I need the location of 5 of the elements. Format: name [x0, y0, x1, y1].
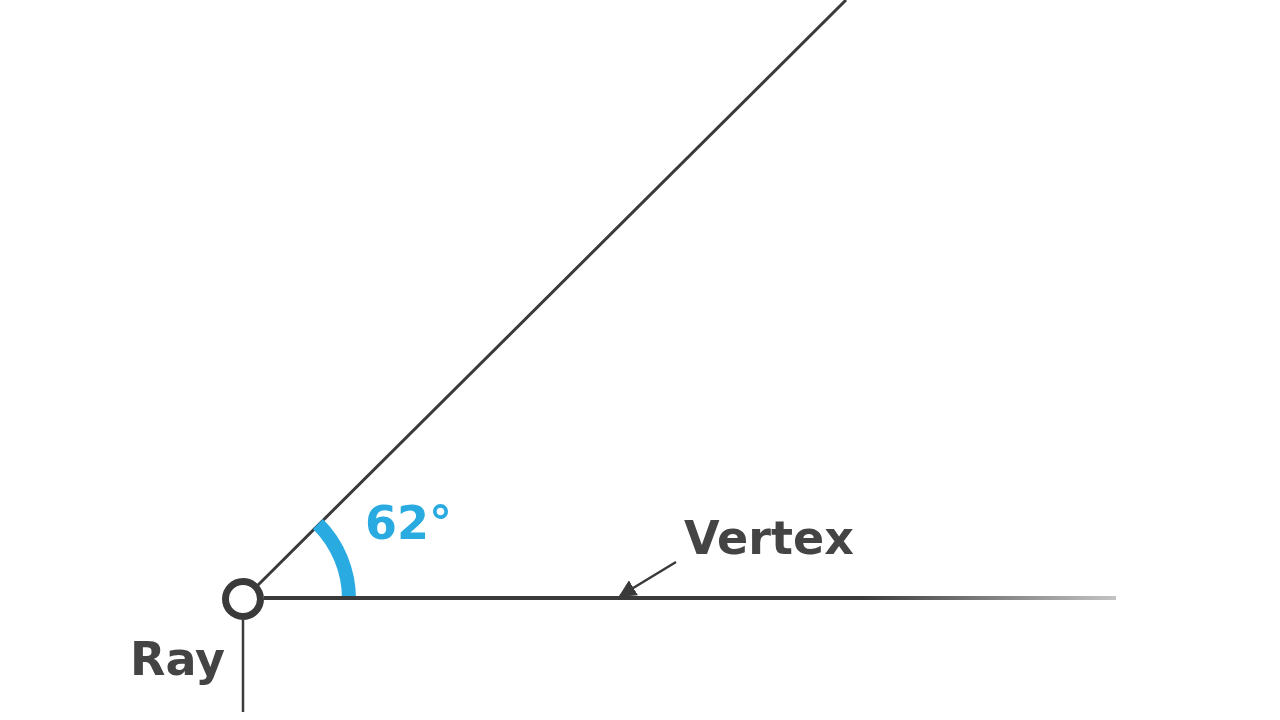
arrow — [618, 560, 677, 598]
leader-line — [241, 620, 245, 712]
angle-value: 62° — [365, 500, 452, 546]
callout-label: Vertex — [684, 515, 854, 561]
vertex-point — [222, 578, 264, 620]
